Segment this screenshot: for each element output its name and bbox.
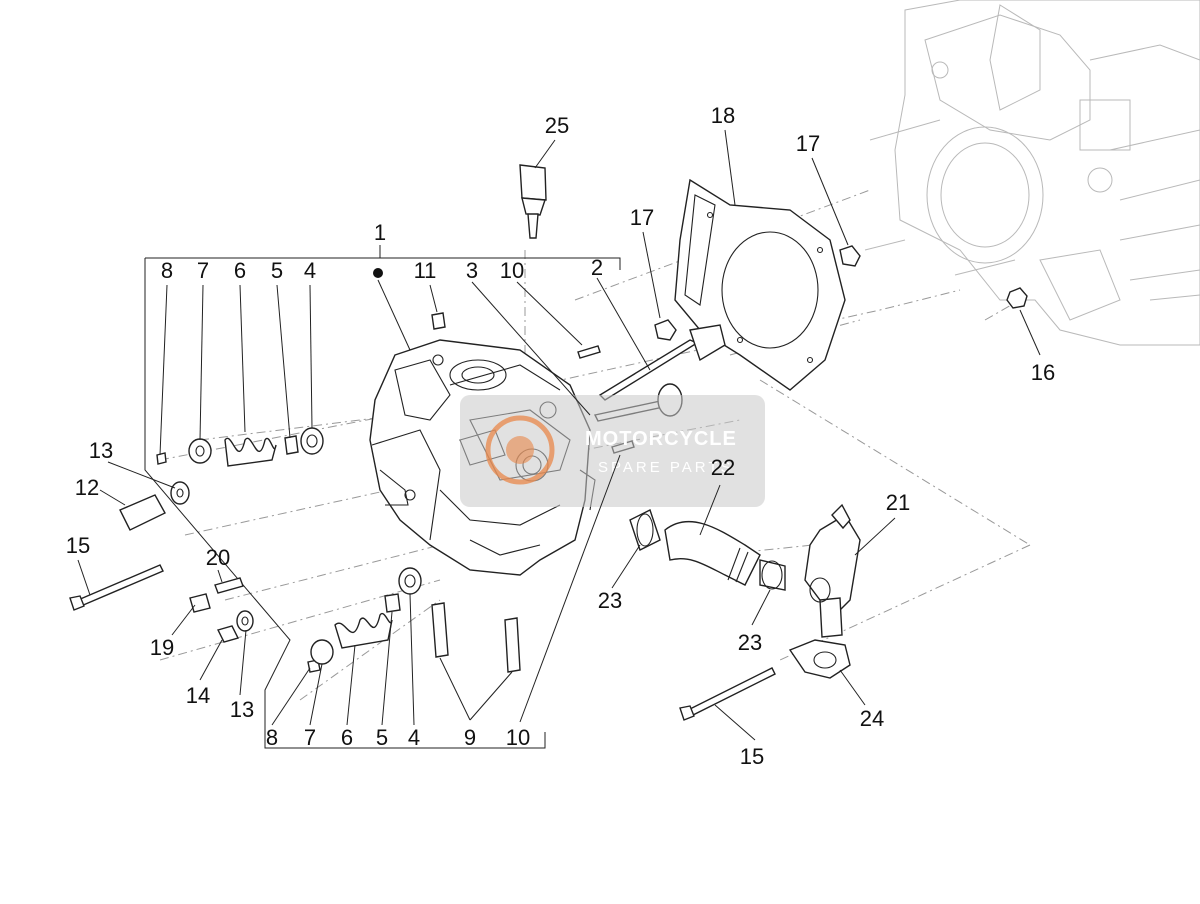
callout-15-right: 15 — [740, 744, 764, 769]
callout-8-top: 8 — [161, 258, 173, 283]
callout-9: 9 — [464, 725, 476, 750]
callout-16: 16 — [1031, 360, 1055, 385]
callout-13-bottom: 13 — [230, 697, 254, 722]
callout-10-top: 10 — [500, 258, 524, 283]
callout-21: 21 — [886, 490, 910, 515]
small-fasteners — [119, 481, 254, 643]
callout-25: 25 — [545, 113, 569, 138]
callout-6-bottom: 6 — [341, 725, 353, 750]
callout-labels: 1 2 3 4 4 5 5 6 6 7 7 8 8 9 10 10 11 12 … — [66, 103, 1055, 769]
coolant-outlet-parts — [629, 503, 861, 679]
assembly-bracket — [144, 257, 621, 749]
callout-24: 24 — [860, 706, 884, 731]
callout-7-bottom: 7 — [304, 725, 316, 750]
callout-22: 22 — [711, 455, 735, 480]
dowel-bushes — [654, 245, 861, 341]
watermark-line1: MOTORCYCLE — [585, 428, 737, 450]
callout-14: 14 — [186, 683, 210, 708]
callout-7-top: 7 — [197, 258, 209, 283]
callout-13-top: 13 — [89, 438, 113, 463]
callout-19: 19 — [150, 635, 174, 660]
engine-block-ghost — [864, 0, 1200, 346]
callout-20: 20 — [206, 545, 230, 570]
temperature-sensor — [519, 164, 547, 239]
nut-16 — [1006, 287, 1028, 309]
callout-17-right: 17 — [796, 131, 820, 156]
bolts-15 — [69, 564, 776, 721]
lower-valve-stack — [307, 567, 422, 673]
callout-23-right: 23 — [738, 630, 762, 655]
callout-17-left: 17 — [630, 205, 654, 230]
watermark-logo-icon — [485, 415, 555, 485]
callout-8-bottom: 8 — [266, 725, 278, 750]
watermark-line2: SPARE PARTS — [598, 459, 734, 476]
valve-guides — [431, 602, 521, 673]
watermark: MOTORCYCLE SPARE PARTS — [460, 395, 765, 507]
callout-2: 2 — [591, 255, 603, 280]
callout-23-left: 23 — [598, 588, 622, 613]
leader-lines — [77, 129, 1041, 741]
callout-4-top: 4 — [304, 258, 316, 283]
callout-6-top: 6 — [234, 258, 246, 283]
upper-valve-stack — [156, 427, 324, 467]
callout-1: 1 — [374, 220, 386, 245]
callout-10-bottom: 10 — [506, 725, 530, 750]
callout-12: 12 — [75, 475, 99, 500]
callout-4-bottom: 4 — [408, 725, 420, 750]
assembly-marker-dot — [373, 268, 383, 278]
callout-15-left: 15 — [66, 533, 90, 558]
callout-5-bottom: 5 — [376, 725, 388, 750]
callout-18: 18 — [711, 103, 735, 128]
callout-11: 11 — [414, 258, 437, 283]
callout-5-top: 5 — [271, 258, 283, 283]
callout-3: 3 — [466, 258, 478, 283]
